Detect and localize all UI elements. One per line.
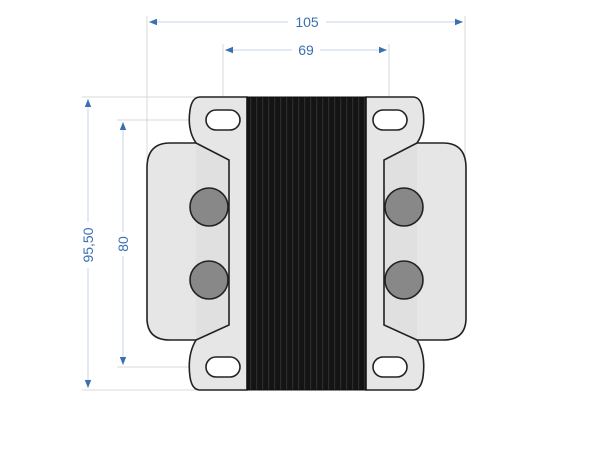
terminal <box>384 260 424 300</box>
terminal <box>189 260 229 300</box>
dim-hole-spacing: 69 <box>298 42 314 58</box>
mounting-slot <box>372 109 408 131</box>
mounting-slot <box>205 356 241 378</box>
terminal <box>384 187 424 227</box>
dim-overall-height: 95,50 <box>80 227 96 262</box>
dim-overall-width: 105 <box>295 14 319 30</box>
mounting-slot <box>372 356 408 378</box>
laminated-core <box>246 96 367 391</box>
mounting-slot <box>205 109 241 131</box>
dim-hole-vertical: 80 <box>115 236 131 252</box>
right-bracket <box>365 96 467 391</box>
extension-lines <box>82 16 466 391</box>
terminal <box>189 187 229 227</box>
left-bracket <box>146 96 248 391</box>
